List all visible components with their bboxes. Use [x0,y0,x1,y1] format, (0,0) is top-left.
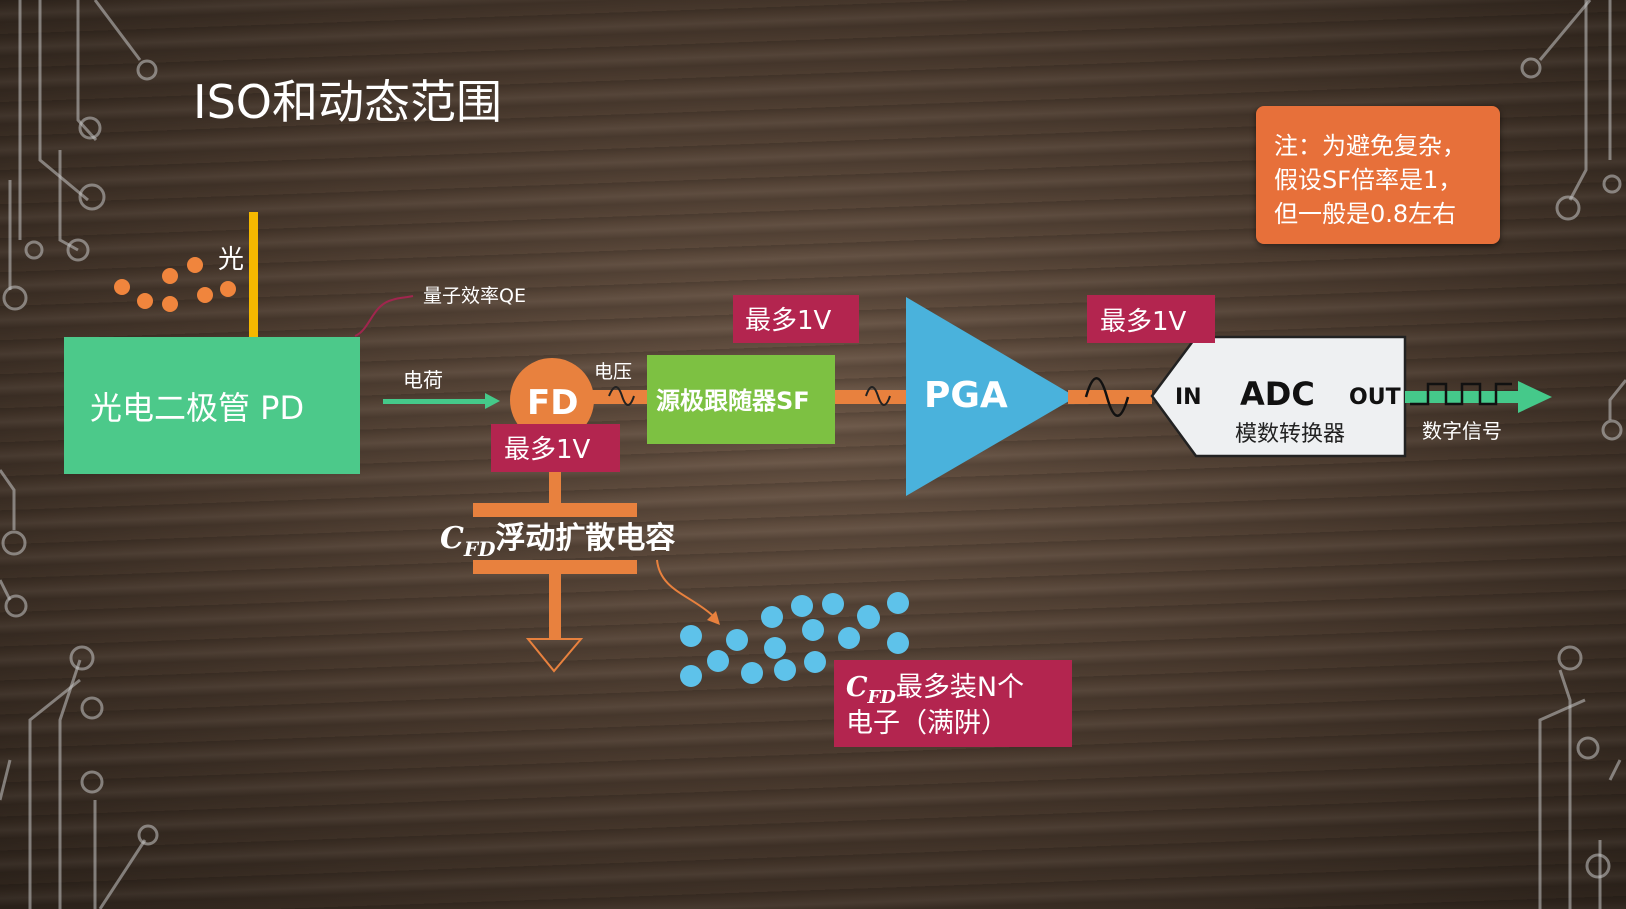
note-line-3: 但一般是0.8左右 [1274,200,1457,228]
cfd-label: CFD浮动扩散电容 [440,521,675,561]
electron-dots [680,592,909,687]
pga-label: PGA [924,375,1008,416]
full-well-line1: CFD最多装N个 [846,672,1024,708]
adc-in-label: IN [1175,385,1202,410]
note-line-1: 注：为避免复杂， [1274,132,1466,160]
qe-label: 量子效率QE [423,285,526,307]
light-label: 光 [218,245,244,275]
charge-label: 电荷 [403,368,443,392]
wave-sf-pga [865,386,891,406]
digital-output-arrow [1405,381,1552,413]
electron-pointer-head [707,611,720,625]
wire-fd-cap [549,470,561,505]
wave-pga-adc [1084,377,1130,417]
voltage-wave-small [608,386,635,406]
adc-out-label: OUT [1349,385,1401,410]
capacitor-plate-top [473,503,637,517]
fd-node [510,358,594,442]
fd-label: FD [527,383,578,423]
electron-pointer [656,559,713,616]
capacitor-plate-bottom [473,560,637,574]
wire-sf-pga [835,390,906,404]
photodiode-box [64,337,360,474]
full-well-tag [834,660,1072,747]
qe-pointer [354,295,414,337]
max-tag-pga [1087,295,1215,343]
full-well-line1-text: 最多装N个 [896,672,1024,703]
photodiode-label: 光电二极管 PD [90,389,304,427]
cfd-text: 浮动扩散电容 [495,521,675,556]
max-tag-sf-label: 最多1V [745,306,832,336]
full-well-symbol: C [846,672,868,703]
max-tag-fd-label: 最多1V [504,435,591,465]
pga-amplifier [906,297,1076,496]
cfd-symbol: C [440,521,464,556]
slide-title: ISO和动态范围 [193,75,502,129]
note-box: 注：为避免复杂， 假设SF倍率是1， 但一般是0.8左右 [1256,106,1500,244]
ground-symbol [525,638,584,673]
cfd-subscript: FD [463,537,496,561]
adc-title: ADC [1240,375,1315,413]
digital-signal-label: 数字信号 [1422,419,1502,443]
source-follower-box [647,355,835,444]
photon-dots [114,257,236,312]
wire-pga-adc [1068,390,1152,404]
wire-cap-ground [549,574,561,639]
source-follower-label: 源极跟随器SF [656,387,810,415]
max-tag-sf [733,295,859,343]
full-well-subscript: FD [867,687,897,708]
voltage-label: 电压 [594,361,632,383]
charge-arrow [383,393,500,409]
full-well-line2: 电子（满阱） [846,708,1008,739]
max-tag-fd [491,424,620,472]
max-tag-pga-label: 最多1V [1100,307,1187,337]
adc-subtitle: 模数转换器 [1235,422,1345,447]
note-line-2: 假设SF倍率是1， [1274,166,1463,194]
